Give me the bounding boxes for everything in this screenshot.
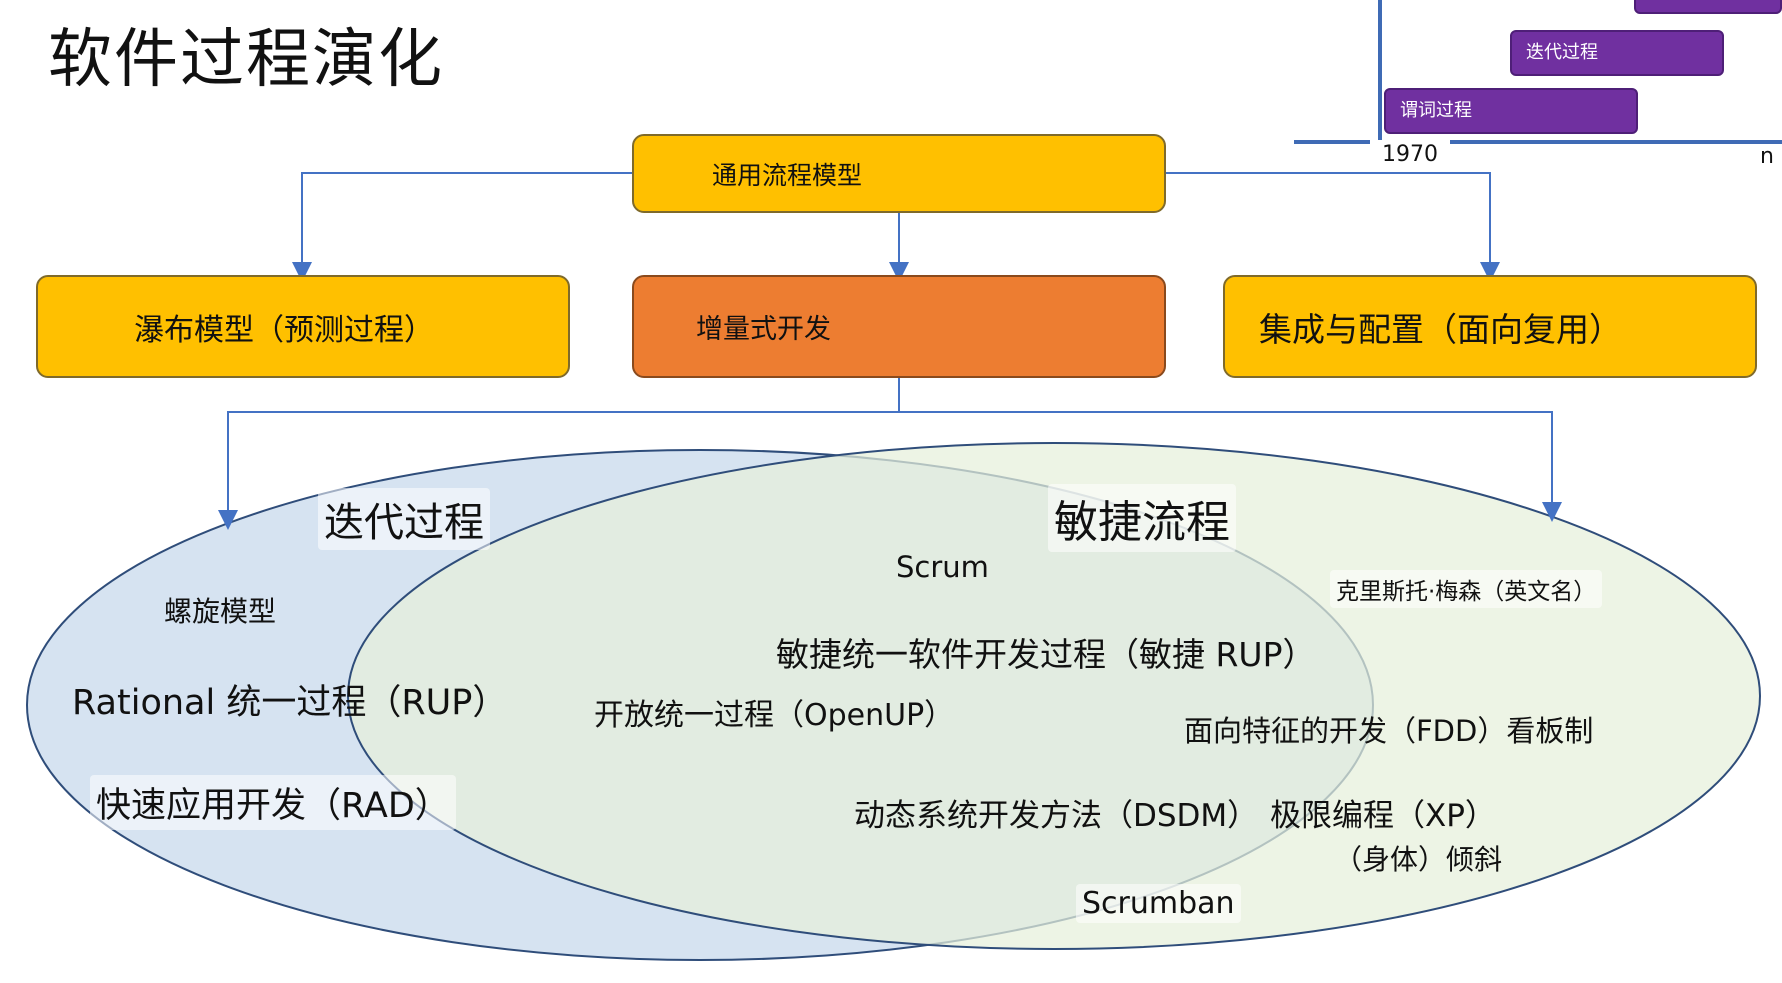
timeline-bar-1 xyxy=(1634,0,1782,14)
scrum-text: Scrum xyxy=(896,550,989,584)
xp-text: 极限编程（XP） xyxy=(1270,798,1496,834)
lean-text: （身体）倾斜 xyxy=(1334,843,1503,876)
page-title: 软件过程演化 xyxy=(48,23,444,97)
timeline-x-axis xyxy=(1294,140,1782,144)
general-process-model-box: 通用流程模型 xyxy=(632,134,1166,213)
connector-incremental-to-agile xyxy=(899,411,1562,522)
rad-text: 快速应用开发（RAD） xyxy=(90,775,456,830)
incremental-development-box: 增量式开发 xyxy=(632,275,1166,378)
integration-configuration-box: 集成与配置（面向复用） xyxy=(1223,275,1757,378)
timeline-y-axis xyxy=(1378,0,1382,140)
connector-incremental-to-iterative xyxy=(218,378,900,530)
timeline-year-label: 1970 xyxy=(1370,140,1450,169)
dsdm-text: 动态系统开发方法（DSDM） xyxy=(854,798,1259,834)
fdd-kanban-text: 面向特征的开发（FDD）看板制 xyxy=(1184,714,1594,748)
agile-ellipse xyxy=(347,442,1761,950)
timeline-inset: popu 迭代过程 谓词过程 1970 n xyxy=(1290,0,1782,175)
connector-general-to-waterfall xyxy=(292,172,632,282)
agile-rup-text: 敏捷统一软件开发过程（敏捷 RUP） xyxy=(776,635,1316,674)
openup-text: 开放统一过程（OpenUP） xyxy=(594,698,955,733)
rup-text: Rational 统一过程（RUP） xyxy=(72,683,508,723)
waterfall-model-box: 瀑布模型（预测过程） xyxy=(36,275,570,378)
spiral-model-text: 螺旋模型 xyxy=(164,595,277,628)
timeline-bar-3: 谓词过程 xyxy=(1384,88,1638,134)
scrumban-text: Scrumban xyxy=(1076,884,1241,923)
timeline-bar-2: 迭代过程 xyxy=(1510,30,1724,76)
timeline-end-label: n xyxy=(1760,144,1774,169)
crystal-text: 克里斯托·梅森（英文名） xyxy=(1330,570,1603,608)
agile-process-label: 敏捷流程 xyxy=(1048,484,1236,552)
iterative-process-label: 迭代过程 xyxy=(318,488,490,550)
connector-general-to-integration xyxy=(1166,172,1500,282)
